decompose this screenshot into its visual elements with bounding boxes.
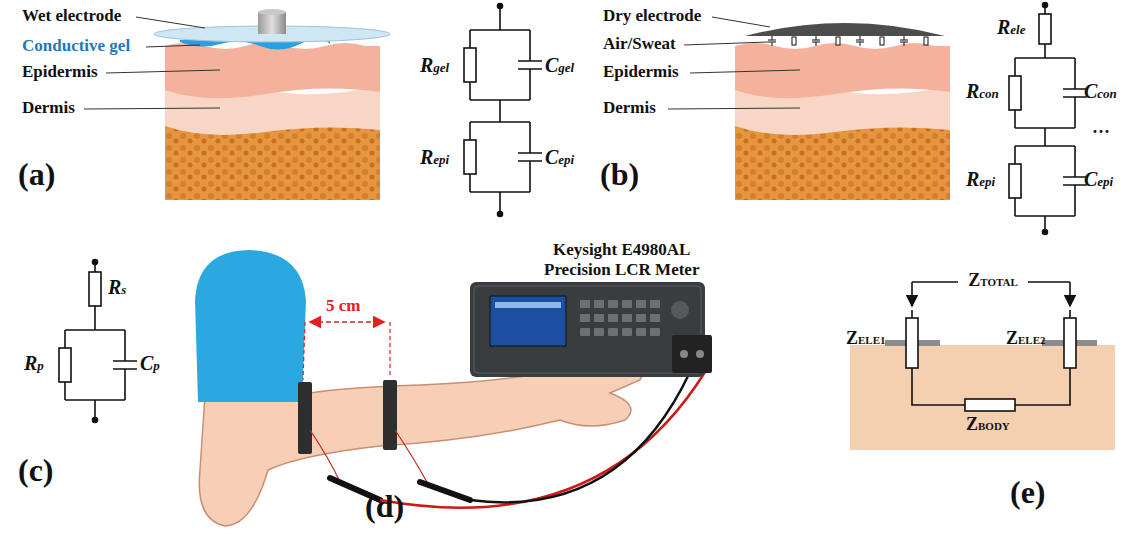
impedance-label: ZBODY bbox=[966, 414, 1010, 435]
instrument-label: Precision LCR Meter bbox=[544, 260, 699, 280]
part-label: Air/Sweat bbox=[603, 34, 676, 54]
component-label: Cepi bbox=[545, 146, 574, 169]
panel-letter: (c) bbox=[18, 452, 54, 489]
part-label: Wet electrode bbox=[22, 6, 121, 26]
dimension-label: 5 cm bbox=[326, 296, 360, 316]
part-label: Dermis bbox=[603, 98, 656, 118]
impedance-label: ZELE2 bbox=[1006, 328, 1046, 349]
panel-letter: (b) bbox=[600, 156, 639, 193]
impedance-label: ZELE1 bbox=[846, 328, 886, 349]
part-label: Epidermis bbox=[22, 62, 98, 82]
component-label: Rp bbox=[24, 352, 44, 375]
part-label: Epidermis bbox=[603, 62, 679, 82]
instrument-label: Keysight E4980AL bbox=[553, 240, 690, 260]
part-label: Dermis bbox=[22, 98, 75, 118]
panel-letter: (a) bbox=[18, 156, 55, 193]
part-label: Dry electrode bbox=[603, 6, 701, 26]
component-label: Repi bbox=[420, 146, 449, 169]
component-label: Rs bbox=[108, 276, 126, 299]
component-label: Cgel bbox=[545, 54, 574, 77]
ellipsis: ··· bbox=[1092, 122, 1110, 143]
component-label: Rgel bbox=[420, 54, 449, 77]
component-label: Cp bbox=[140, 352, 160, 375]
component-label: Ccon bbox=[1084, 80, 1117, 103]
component-label: Cepi bbox=[1084, 168, 1113, 191]
panel-letter: (d) bbox=[365, 488, 404, 525]
component-label: Repi bbox=[966, 168, 995, 191]
part-label: Conductive gel bbox=[22, 36, 130, 56]
component-label: Rele bbox=[997, 16, 1026, 39]
component-label: Rcon bbox=[966, 80, 999, 103]
impedance-label: ZTOTAL bbox=[968, 270, 1018, 291]
panel-letter: (e) bbox=[1010, 474, 1046, 511]
